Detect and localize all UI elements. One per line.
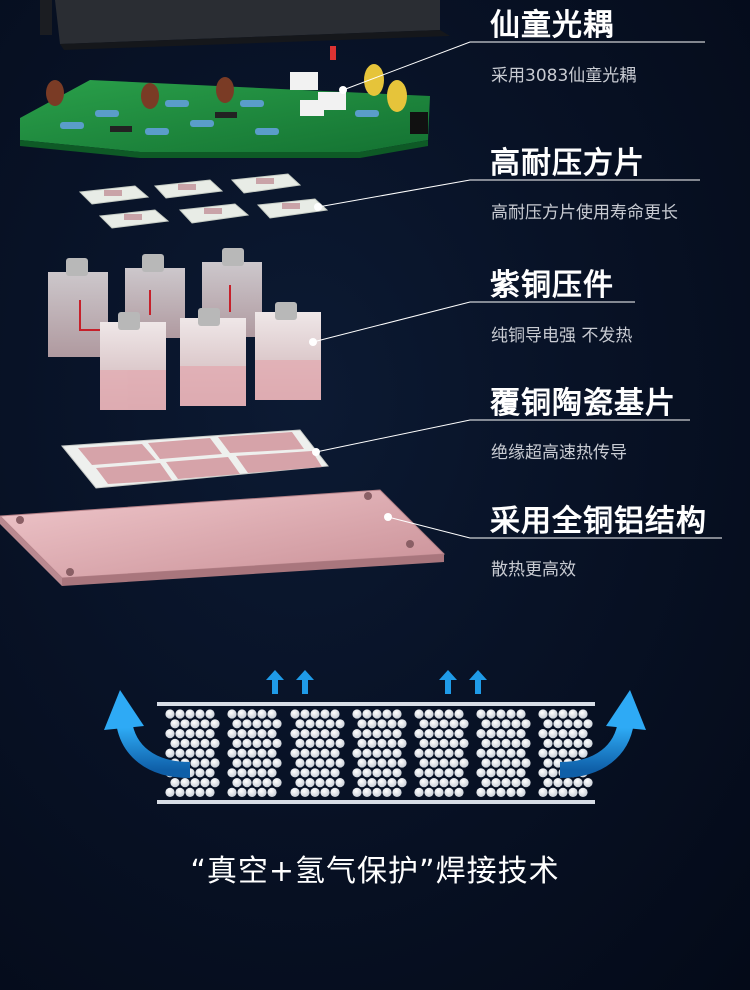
solder-diagram: [104, 670, 646, 804]
feature-subtitle-copper-aluminum: 散热更高效: [491, 560, 576, 580]
solder-ball-cluster: [414, 709, 469, 797]
solder-ball-cluster: [227, 709, 282, 797]
solder-ball-cluster: [165, 709, 220, 797]
feature-subtitle-copper-press: 纯铜导电强 不发热: [491, 326, 633, 346]
pcb-board: [20, 46, 430, 158]
feature-title-square-pad: 高耐压方片: [490, 146, 645, 181]
feature-subtitle-square-pad: 高耐压方片使用寿命更长: [491, 203, 678, 223]
feature-title-copper-aluminum: 采用全铜铝结构: [490, 504, 707, 539]
copper-press-blocks: [48, 248, 321, 410]
ceramic-substrate: [61, 429, 329, 489]
welding-technique-caption: “真空+氢气保护”焊接技术: [190, 854, 560, 889]
left-curved-arrow: [104, 690, 191, 778]
exploded-component-illustration: [0, 0, 450, 586]
feature-subtitle-ceramic-substrate: 绝缘超高速热传导: [491, 443, 627, 463]
leader-lines: [0, 0, 750, 600]
feature-title-ceramic-substrate: 覆铜陶瓷基片: [490, 386, 676, 421]
feature-title-copper-press: 紫铜压件: [490, 268, 614, 303]
solder-ball-cluster: [476, 709, 531, 797]
solder-ball-cluster: [290, 709, 345, 797]
up-arrows: [266, 670, 487, 694]
housing-top: [40, 0, 450, 50]
feature-title-optocoupler: 仙童光耦: [490, 8, 614, 43]
base-plate: [0, 489, 446, 586]
solder-ball-cluster: [352, 709, 407, 797]
right-curved-arrow: [559, 690, 646, 778]
feature-subtitle-optocoupler: 采用3083仙童光耦: [491, 66, 637, 86]
solder-ball-cluster: [538, 709, 593, 797]
